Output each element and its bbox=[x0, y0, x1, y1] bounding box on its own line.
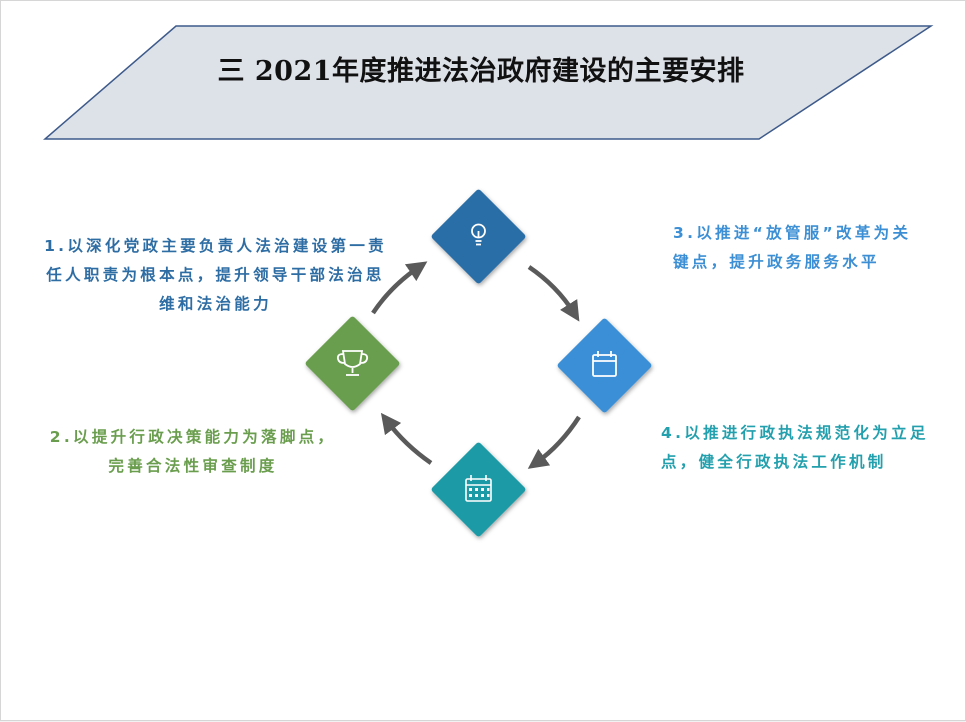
item-1-text: 1.以深化党政主要负责人法治建设第一责任人职责为根本点，提升领导干部法治思维和法… bbox=[44, 237, 387, 313]
item-3-text: 3.以推进“放管服”改革为关键点，提升政务服务水平 bbox=[673, 224, 912, 271]
trophy-icon bbox=[336, 350, 369, 376]
arrow-bottom-to-left bbox=[380, 412, 433, 465]
diamond-right bbox=[557, 318, 652, 413]
title-banner bbox=[42, 25, 934, 140]
lightbulb-icon bbox=[471, 223, 486, 246]
calendar-icon bbox=[592, 351, 617, 377]
item-4-text: 4.以推进行政执法规范化为立足点，健全行政执法工作机制 bbox=[661, 424, 929, 471]
calendar-grid-icon bbox=[465, 475, 492, 502]
arrow-left-to-top bbox=[371, 261, 428, 315]
arrow-top-to-right bbox=[527, 265, 580, 322]
arrow-right-to-bottom bbox=[527, 415, 581, 469]
diamond-bottom bbox=[431, 442, 526, 537]
calendar-grid-dots bbox=[469, 488, 490, 497]
page-title: 三 2021年度推进法治政府建设的主要安排 bbox=[217, 56, 745, 87]
item-2-text: 2.以提升行政决策能力为落脚点，完善合法性审查制度 bbox=[49, 428, 337, 475]
diamond-left bbox=[305, 316, 400, 411]
